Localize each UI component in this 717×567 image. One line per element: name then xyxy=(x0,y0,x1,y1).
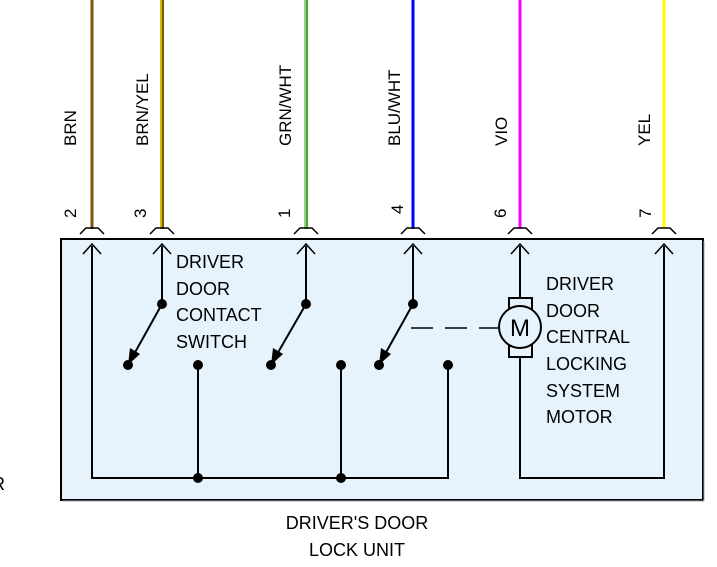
wire-label-grn-wht: GRN/WHT xyxy=(276,65,295,146)
pin-number-7: 7 xyxy=(636,209,655,218)
motor-switch-arrowhead xyxy=(379,348,391,365)
connector-socket-pin-4 xyxy=(400,227,426,235)
contact-switch-terminal-dot xyxy=(123,360,133,370)
lock-switch-terminal-dot xyxy=(266,360,276,370)
motor-label-line-6: MOTOR xyxy=(546,407,613,427)
motor-label-line-2: DOOR xyxy=(546,301,600,321)
brn-internal-trace xyxy=(91,246,200,479)
connector-pin-arrow-7 xyxy=(654,242,674,255)
lock-switch-pivot-dot xyxy=(301,299,311,309)
connector-socket-pin-6 xyxy=(507,227,533,235)
door-lock-unit-box xyxy=(60,238,704,501)
pin-number-2: 2 xyxy=(61,209,80,218)
contact-switch-arrowhead xyxy=(128,348,140,365)
pin-number-3: 3 xyxy=(131,209,150,218)
contact-switch-label-line-1: DRIVER xyxy=(176,252,244,272)
lock-switch-arrowhead xyxy=(271,348,283,365)
contact-switch-blade xyxy=(132,303,163,357)
bus-junction-dot-2 xyxy=(336,473,346,483)
pin-number-1: 1 xyxy=(275,209,294,218)
bus-junction-dot-1 xyxy=(193,473,203,483)
connector-terminals xyxy=(79,227,677,255)
common-contact-trace-3 xyxy=(341,365,449,479)
connector-pin-arrow-6 xyxy=(510,242,530,255)
connector-pin-arrow-3 xyxy=(152,242,172,255)
contact-switch-label: DRIVER DOOR CONTACT SWITCH xyxy=(176,252,262,352)
motor-letter: M xyxy=(510,315,530,342)
contact-switch-label-line-2: DOOR xyxy=(176,279,230,299)
motor-symbol: M xyxy=(498,297,542,358)
contact-switch-label-line-4: SWITCH xyxy=(176,332,247,352)
connector-pin-arrow-4 xyxy=(403,242,423,255)
motor-circle xyxy=(498,305,542,349)
contact-switch-label-line-3: CONTACT xyxy=(176,305,262,325)
wire-label-brn: BRN xyxy=(61,110,80,146)
unit-label-line-2: LOCK UNIT xyxy=(309,540,405,560)
motor-label: DRIVER DOOR CENTRAL LOCKING SYSTEM MOTOR xyxy=(546,274,630,427)
motor-label-line-1: DRIVER xyxy=(546,274,614,294)
contact-switch-pivot-dot xyxy=(157,299,167,309)
connector-socket-pin-3 xyxy=(149,227,175,235)
motor-switch-blade xyxy=(383,303,414,357)
motor-return-trace xyxy=(519,246,665,479)
wire-label-brn-yel: BRN/YEL xyxy=(133,73,152,146)
lock-switch-blade xyxy=(275,303,307,357)
pin-number-4: 4 xyxy=(388,205,407,214)
connector-socket-pin-7 xyxy=(651,227,677,235)
motor-switch-terminal-dot xyxy=(374,360,384,370)
unit-label-line-1: DRIVER'S DOOR xyxy=(286,513,428,533)
wire-label-yel: YEL xyxy=(635,114,654,146)
connector-pin-arrow-2 xyxy=(82,242,102,255)
wire-label-vio: VIO xyxy=(492,117,511,146)
motor-label-line-4: LOCKING xyxy=(546,354,627,374)
motor-label-line-3: CENTRAL xyxy=(546,327,630,347)
internal-circuit: M xyxy=(91,246,665,483)
pin-labels: 2 3 1 4 6 7 xyxy=(61,205,655,218)
wire-label-blu-wht: BLU/WHT xyxy=(385,70,404,147)
connector-socket-pin-1 xyxy=(293,227,319,235)
connector-pin-arrow-1 xyxy=(296,242,316,255)
connector-socket-pin-2 xyxy=(79,227,105,235)
cropped-label-fragment: R xyxy=(0,474,5,494)
motor-label-line-5: SYSTEM xyxy=(546,381,620,401)
pin-number-6: 6 xyxy=(491,209,510,218)
wire-labels: BRN BRN/YEL GRN/WHT BLU/WHT VIO YEL xyxy=(61,65,654,146)
wires-layer xyxy=(90,0,666,229)
motor-switch-pivot-dot xyxy=(408,299,418,309)
